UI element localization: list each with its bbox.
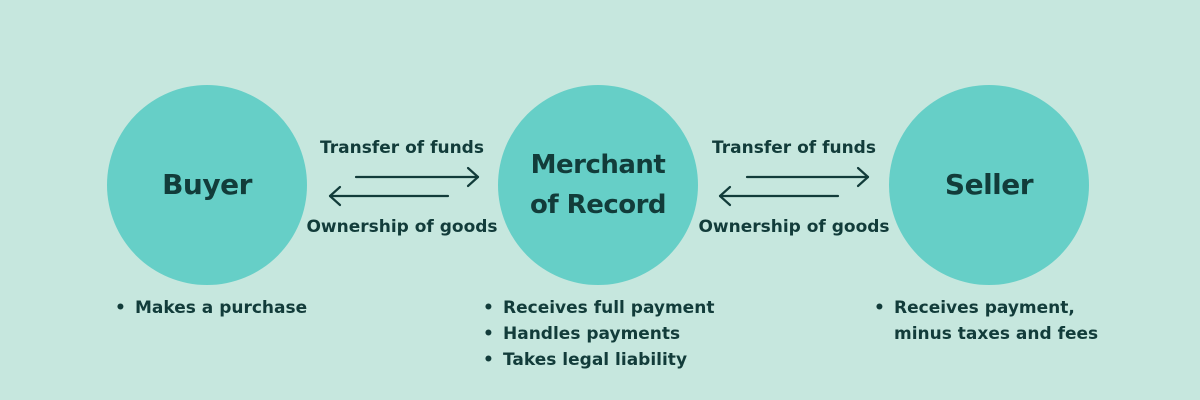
seller-label: Seller [944, 168, 1034, 201]
right-ownership-of-goods-label: Ownership of goods [698, 217, 890, 237]
mor-bullet: Handles payments [483, 321, 714, 347]
buyer-bullet-list: Makes a purchase [115, 295, 307, 321]
buyer-label: Buyer [162, 168, 252, 201]
mor-bullet: Takes legal liability [483, 347, 714, 373]
left-goods-arrow [328, 185, 450, 207]
merchant-of-record-bullet-list: Receives full payment Handles payments T… [483, 295, 714, 373]
seller-bullet-line1: Receives payment, [894, 298, 1075, 318]
left-ownership-of-goods-label: Ownership of goods [306, 217, 498, 237]
seller-node: Seller [889, 85, 1089, 285]
merchant-of-record-label-line2: of Record [529, 190, 667, 220]
left-funds-arrow [354, 166, 480, 188]
seller-bullet-line2: minus taxes and fees [894, 324, 1099, 344]
merchant-of-record-label-line1: Merchant [530, 150, 666, 180]
right-transfer-of-funds-label: Transfer of funds [712, 138, 876, 158]
seller-bullet-list: Receives payment, minus taxes and fees [874, 295, 1098, 347]
merchant-of-record-node: Merchant of Record [498, 85, 698, 285]
seller-bullet: Receives payment, minus taxes and fees [874, 295, 1098, 347]
mor-bullet: Receives full payment [483, 295, 714, 321]
buyer-node: Buyer [107, 85, 307, 285]
right-goods-arrow [718, 185, 840, 207]
merchant-of-record-label: Merchant of Record [513, 145, 683, 225]
right-funds-arrow [745, 166, 870, 188]
buyer-bullet: Makes a purchase [115, 295, 307, 321]
left-transfer-of-funds-label: Transfer of funds [320, 138, 484, 158]
